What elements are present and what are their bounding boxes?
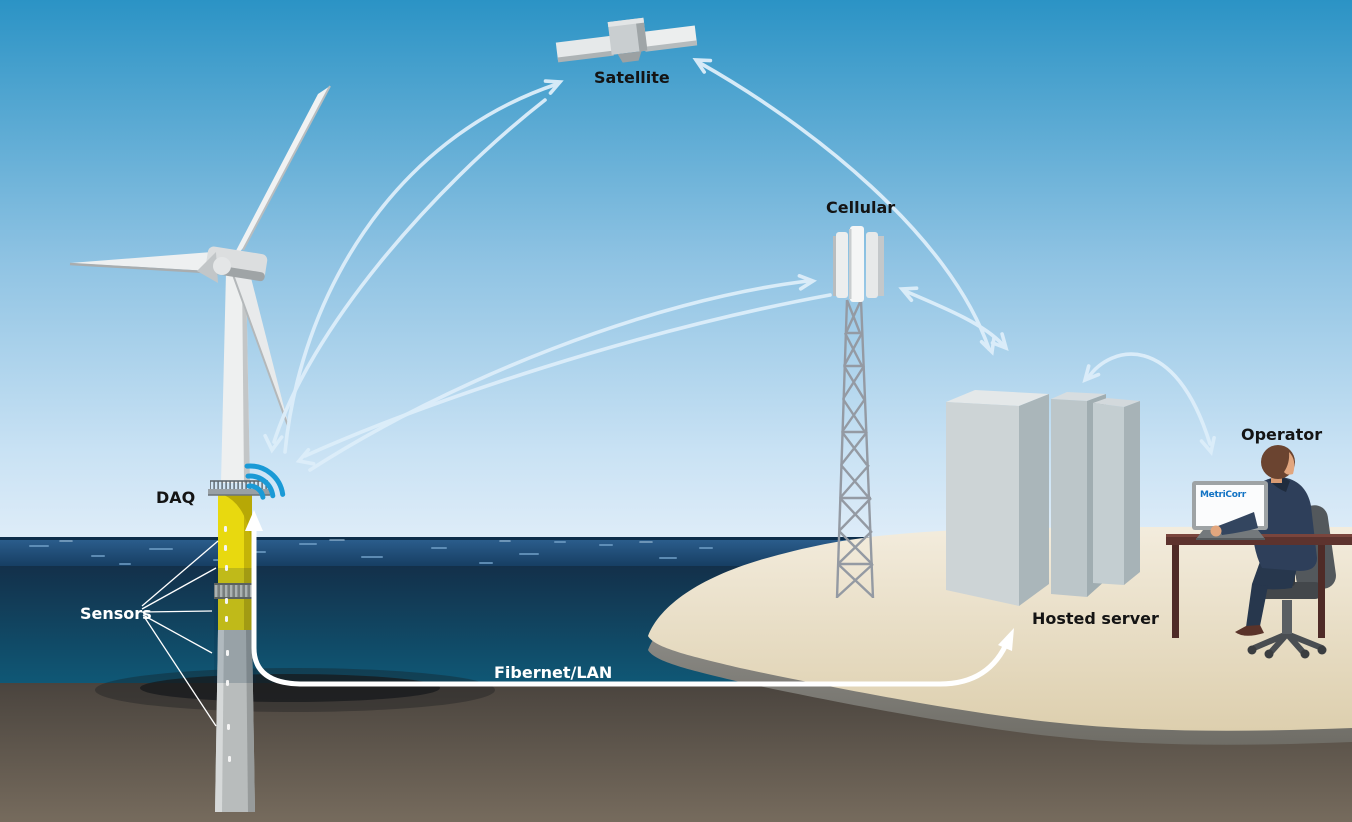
server-racks-icon — [946, 390, 1140, 606]
monopile — [215, 630, 255, 812]
arrow-server-operator — [1082, 352, 1216, 456]
hosted-server-label: Hosted server — [1032, 609, 1159, 628]
platform-railing — [210, 481, 268, 490]
laptop-brand-text: MetriCorr — [1200, 490, 1247, 500]
hub-nose — [197, 252, 218, 283]
seabed-mound — [95, 668, 495, 712]
comm-arrows — [263, 58, 1216, 472]
operator-hand — [1210, 525, 1222, 537]
antenna-panels — [833, 226, 884, 302]
cellular-label: Cellular — [826, 198, 895, 217]
laptop: MetriCorr — [1192, 481, 1268, 540]
operator-label: Operator — [1241, 425, 1322, 444]
labels: Satellite Cellular DAQ Sensors Fibernet/… — [80, 68, 1322, 682]
wifi-icon — [244, 463, 286, 500]
cable-arrowhead-daq — [245, 510, 263, 531]
sky — [0, 0, 1352, 580]
platform — [208, 489, 270, 495]
daq-label: DAQ — [156, 488, 195, 507]
wind-turbine — [69, 85, 331, 812]
cellular-tower-icon — [833, 226, 884, 599]
operator-forearm — [1218, 512, 1258, 535]
sensors-label: Sensors — [80, 604, 152, 623]
satellite-label: Satellite — [594, 68, 670, 87]
flange-collar — [214, 583, 256, 599]
arrow-cellular-server — [898, 286, 1009, 351]
operator-shoe — [1235, 625, 1264, 636]
blade-up — [228, 86, 330, 266]
lattice-mast — [835, 299, 875, 599]
sensor-pointer-lines — [141, 540, 219, 727]
arrow-satellite-to-wifi — [263, 98, 547, 454]
blade-left — [70, 252, 226, 272]
fibernet-label: Fibernet/LAN — [494, 663, 612, 682]
sea — [0, 537, 920, 684]
cable-arrowhead-server — [998, 628, 1014, 651]
fibernet-cable — [245, 510, 1014, 687]
arrow-wifi-to-cellular — [308, 274, 817, 472]
arrow-cellular-to-wifi — [295, 293, 832, 466]
satellite-icon — [555, 17, 698, 63]
sensor-dots — [224, 526, 231, 762]
